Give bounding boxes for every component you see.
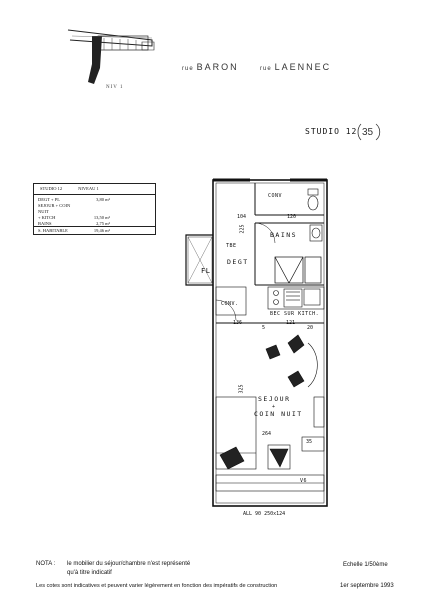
bath-sink: [309, 224, 323, 242]
date-label: 1er septembre 1993: [340, 583, 394, 589]
room-conv: CONV.: [221, 301, 239, 307]
room-wc: CONV: [268, 193, 283, 199]
bottom-furniture: [215, 436, 325, 492]
room-sejour: SEJOUR: [258, 395, 291, 403]
dim-264: 264: [262, 431, 272, 437]
dim-104: 104: [237, 214, 247, 220]
dim-225: 225: [239, 224, 246, 234]
location-sketch: [67, 29, 155, 84]
dim-325: 325: [238, 384, 245, 394]
bed: [215, 396, 257, 470]
level-label: NIV 1: [106, 85, 124, 90]
table-row: + KITCH 13,50 m²: [38, 215, 110, 220]
convector: [215, 286, 247, 316]
plan-bottom-label: ALL 90 250x124: [243, 511, 286, 517]
kitchen-unit: [267, 286, 325, 310]
nota-line-2: qu'à titre indicatif: [67, 570, 112, 576]
table-header-left: STUDIO 12: [40, 186, 63, 191]
bathroom-partitions: [254, 183, 324, 286]
surface-table-header: STUDIO 12 NIVEAU 1: [34, 184, 155, 195]
nota-line-1: le mobilier du séjour/chambre n'est repr…: [67, 561, 191, 567]
room-coin-nuit: COIN NUIT: [254, 410, 303, 418]
shower-tray: [274, 256, 322, 284]
door-arcs: [215, 222, 276, 321]
room-tbe: TBE: [226, 243, 237, 249]
dim-20: 20: [307, 325, 314, 331]
room-bains: BAINS: [270, 231, 298, 239]
construction-note: Les cotes sont indicatives et peuvent va…: [36, 583, 278, 589]
label-v6: V6: [300, 478, 308, 484]
floor-plan: [185, 178, 328, 507]
dim-120: 120: [287, 214, 297, 220]
room-degt: DEGT: [227, 258, 249, 266]
studio-number-circle: [357, 123, 381, 141]
outer-walls: [185, 179, 328, 507]
room-kitchen: BEC SUR KITCH.: [270, 311, 320, 317]
dim-136: 136: [233, 320, 243, 326]
scale-label: Echelle 1/50ème: [343, 562, 388, 568]
dim-121: 121: [286, 320, 296, 326]
table-row: DEGT + PL 3,80 m²: [38, 197, 110, 202]
dim-5: 5: [262, 325, 266, 331]
surface-table: STUDIO 12 NIVEAU 1 DEGT + PL 3,80 m² SEJ…: [33, 183, 156, 235]
studio-number: 35: [362, 127, 374, 138]
room-fl: FL: [201, 267, 211, 275]
table-row: BAINS 2,75 m²: [38, 221, 110, 226]
table-total-row: S. HABITABLE 19,46 m²: [34, 226, 155, 235]
room-plus: +: [272, 404, 276, 410]
table-row: SEJOUR + COIN NUIT: [38, 203, 71, 214]
living-furniture: [265, 334, 325, 428]
studio-title: STUDIO 12: [305, 127, 358, 136]
nota-label: NOTA :: [36, 561, 56, 567]
table-header-right: NIVEAU 1: [78, 186, 99, 191]
toilet: [307, 188, 319, 211]
dim-35: 35: [306, 439, 313, 445]
